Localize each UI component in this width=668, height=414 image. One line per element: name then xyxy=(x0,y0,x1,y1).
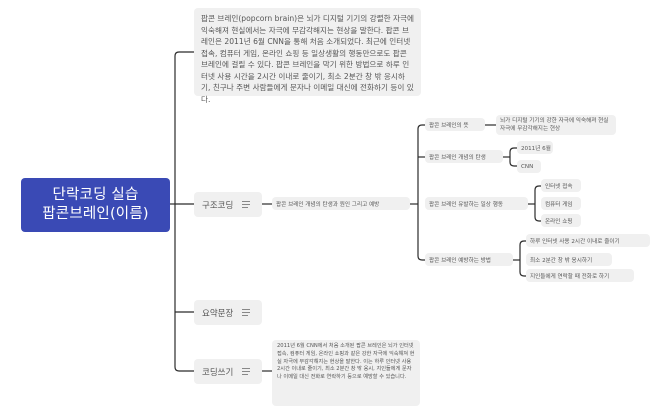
causes-node[interactable]: 팝콘 브레인 유발하는 일상 행동 xyxy=(425,197,528,210)
structure-topic-node[interactable]: 팝콘 브레인 개념의 탄생과 원인 그리고 예방 xyxy=(272,197,410,210)
intro-paragraph-node[interactable]: 팝콘 브레인(popcorn brain)은 뇌가 디지털 기기의 강렬한 자극… xyxy=(194,8,421,104)
meaning-detail-node[interactable]: 뇌가 디지털 기기의 강한 자극에 익숙해져 현실 자극에 무감각해지는 현상 xyxy=(496,115,616,135)
cause-item-text: 인터넷 접속 xyxy=(545,183,573,190)
topic-label: 팝콘 브레인 개념의 탄생과 원인 그리고 예방 xyxy=(276,201,380,208)
root-node[interactable]: 단락코딩 실습 팝콘브레인(이름) xyxy=(21,178,170,232)
notes-icon[interactable] xyxy=(242,199,251,210)
intro-paragraph-text: 팝콘 브레인(popcorn brain)은 뇌가 디지털 기기의 강렬한 자극… xyxy=(201,14,414,104)
cause-item[interactable]: 인터넷 접속 xyxy=(541,179,581,192)
origin-item[interactable]: CNN xyxy=(517,160,541,173)
branch-structure-coding[interactable]: 구조코딩 xyxy=(194,192,262,217)
prevention-item-text: 하루 인터넷 사용 2시간 이내로 줄이기 xyxy=(530,238,620,245)
prevention-item-text: 최소 2분간 창 밖 응시하기 xyxy=(530,257,593,264)
origin-item[interactable]: 2011년 6월 xyxy=(517,141,553,154)
prevention-node[interactable]: 팝콘 브레인 예방하는 방법 xyxy=(425,253,513,266)
origin-item-text: CNN xyxy=(521,163,534,170)
branch-writing[interactable]: 코딩쓰기 xyxy=(194,359,262,384)
branch-label: 코딩쓰기 xyxy=(202,367,234,378)
prevention-item[interactable]: 지인들에게 연락할 때 전화로 하기 xyxy=(526,269,634,282)
branch-summary[interactable]: 요약문장 xyxy=(194,300,262,325)
prevention-item-text: 지인들에게 연락할 때 전화로 하기 xyxy=(530,273,610,280)
notes-icon[interactable] xyxy=(242,307,251,318)
branch-label: 요약문장 xyxy=(202,308,234,319)
prevention-label: 팝콘 브레인 예방하는 방법 xyxy=(429,257,491,264)
notes-icon[interactable] xyxy=(242,366,251,377)
origin-label: 팝콘 브레인 개념의 탄생 xyxy=(429,154,486,161)
prevention-item[interactable]: 최소 2분간 창 밖 응시하기 xyxy=(526,253,612,266)
cause-item[interactable]: 컴퓨터 게임 xyxy=(541,197,581,210)
meaning-node[interactable]: 팝콘 브레인의 뜻 xyxy=(425,118,485,131)
writing-text-node[interactable]: 2011년 6월 CNN에서 처음 소개된 팝콘 브레인은 뇌가 인터넷 접속,… xyxy=(272,340,420,406)
cause-item-text: 컴퓨터 게임 xyxy=(545,201,573,208)
origin-item-text: 2011년 6월 xyxy=(521,145,551,152)
cause-item-text: 온라인 쇼핑 xyxy=(545,218,573,225)
causes-label: 팝콘 브레인 유발하는 일상 행동 xyxy=(429,201,504,208)
meaning-detail-text: 뇌가 디지털 기기의 강한 자극에 익숙해져 현실 자극에 무감각해지는 현상 xyxy=(500,118,609,132)
origin-node[interactable]: 팝콘 브레인 개념의 탄생 xyxy=(425,150,503,163)
prevention-item[interactable]: 하루 인터넷 사용 2시간 이내로 줄이기 xyxy=(526,234,650,247)
root-title-line1: 단락코딩 실습 xyxy=(52,187,139,203)
cause-item[interactable]: 온라인 쇼핑 xyxy=(541,214,581,227)
root-title-line2: 팝콘브레인(이름) xyxy=(42,206,149,222)
meaning-label: 팝콘 브레인의 뜻 xyxy=(429,122,469,129)
branch-label: 구조코딩 xyxy=(202,200,234,211)
writing-text: 2011년 6월 CNN에서 처음 소개된 팝콘 브레인은 뇌가 인터넷 접속,… xyxy=(277,343,415,381)
